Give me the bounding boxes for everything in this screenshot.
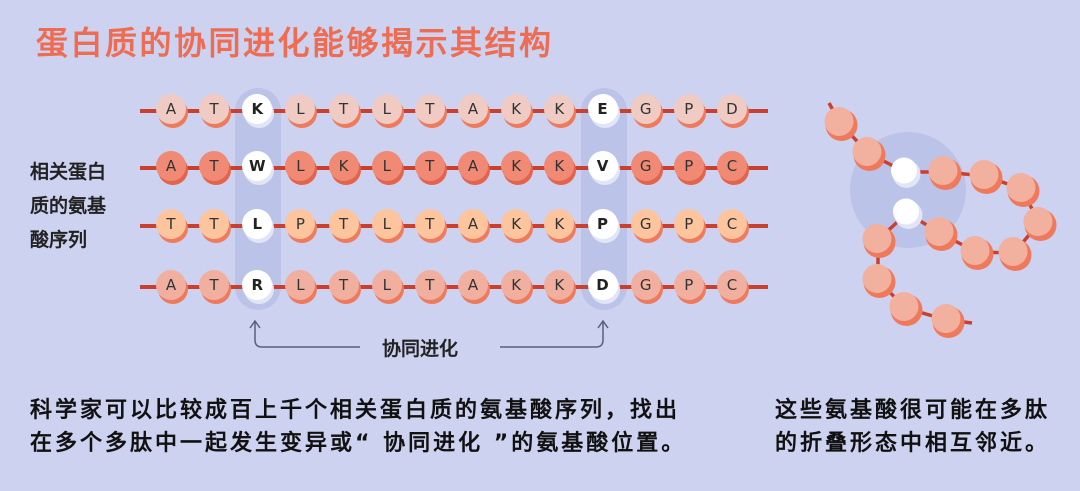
amino-acid-bead: K (544, 270, 575, 300)
caption-line: 在多个多肽中一起发生变异或“ 协同进化 ”的氨基酸位置。 (30, 431, 687, 456)
amino-acid-bead (998, 237, 1032, 271)
amino-acid-bead (924, 217, 958, 251)
amino-acid-bead: T (199, 209, 230, 239)
amino-acid-bead: T (199, 270, 230, 300)
amino-acid-bead: P (285, 209, 316, 239)
amino-acid-bead: T (156, 209, 186, 239)
amino-acid-bead (969, 160, 1003, 194)
amino-acid-bead: P (673, 151, 704, 181)
amino-acid-bead (862, 224, 896, 258)
amino-acid-bead: L (285, 151, 316, 181)
amino-acid-bead (1023, 207, 1057, 241)
coevolution-label: 协同进化 (382, 338, 459, 360)
amino-acid-bead: W (242, 151, 273, 181)
amino-acid-bead: C (716, 151, 747, 181)
amino-acid-bead: A (458, 151, 489, 181)
amino-acid-bead: R (242, 270, 273, 300)
amino-acid-bead (928, 156, 962, 190)
amino-acid-bead (931, 304, 965, 338)
amino-acid-bead: L (371, 94, 402, 124)
amino-acid-bead: A (156, 151, 186, 181)
amino-acid-bead: G (630, 270, 661, 300)
peptide-backbone (140, 166, 768, 170)
amino-acid-bead: L (371, 151, 402, 181)
amino-acid-bead: L (285, 270, 316, 300)
amino-acid-bead: A (156, 94, 186, 124)
amino-acid-bead: D (587, 270, 618, 300)
amino-acid-bead: A (156, 270, 186, 300)
amino-acid-bead (1006, 173, 1040, 207)
amino-acid-bead: P (587, 209, 618, 239)
amino-acid-bead: K (544, 151, 575, 181)
amino-acid-bead: L (371, 209, 402, 239)
coevolved-residue (891, 157, 921, 188)
peptide-backbone (140, 109, 768, 113)
amino-acid-bead (889, 292, 923, 326)
amino-acid-bead: K (242, 94, 273, 124)
label-line: 相关蛋白 (30, 161, 107, 183)
amino-acid-bead: T (328, 94, 359, 124)
caption-right: 这些氨基酸很可能在多肽 的折叠形态中相互邻近。 (775, 394, 1050, 460)
amino-acid-bead: P (673, 270, 704, 300)
amino-acid-bead: K (501, 270, 532, 300)
amino-acid-bead: C (716, 209, 747, 239)
peptide-backbone (140, 224, 768, 228)
amino-acid-bead: G (630, 151, 661, 181)
caption-line: 科学家可以比较成百上千个相关蛋白质的氨基酸序列，找出 (30, 398, 681, 423)
amino-acid-bead: T (414, 151, 445, 181)
amino-acid-bead: T (414, 94, 445, 124)
amino-acid-bead: K (328, 151, 359, 181)
amino-acid-bead: G (630, 209, 661, 239)
page-title: 蛋白质的协同进化能够揭示其结构 (36, 24, 554, 62)
amino-acid-bead: T (199, 94, 230, 124)
amino-acid-bead: K (544, 209, 575, 239)
amino-acid-bead: A (458, 94, 489, 124)
amino-acid-bead: K (544, 94, 575, 124)
caption-line: 这些氨基酸很可能在多肽 (775, 398, 1051, 423)
amino-acid-bead (862, 264, 896, 298)
amino-acid-bead: P (673, 94, 704, 124)
amino-acid-bead (824, 107, 858, 141)
amino-acid-bead: T (328, 270, 359, 300)
amino-acid-bead: L (285, 94, 316, 124)
amino-acid-bead: T (328, 209, 359, 239)
amino-acid-bead: V (587, 151, 618, 181)
amino-acid-bead: A (458, 270, 489, 300)
amino-acid-bead: K (501, 151, 532, 181)
amino-acid-bead: T (199, 151, 230, 181)
peptide-backbone (140, 285, 768, 289)
amino-acid-bead: A (458, 209, 489, 239)
amino-acid-bead: P (673, 209, 704, 239)
label-line: 酸序列 (30, 229, 88, 251)
coevolved-residue (893, 198, 923, 229)
amino-acid-bead: T (414, 209, 445, 239)
amino-acid-bead: K (501, 94, 532, 124)
amino-acid-bead: T (414, 270, 445, 300)
amino-acid-bead: L (371, 270, 402, 300)
caption-line: 的折叠形态中相互邻近。 (775, 431, 1051, 456)
amino-acid-bead: D (716, 94, 747, 124)
amino-acid-bead: K (501, 209, 532, 239)
amino-acid-bead: E (587, 94, 618, 124)
amino-acid-bead: G (630, 94, 661, 124)
label-line: 质的氨基 (30, 195, 107, 217)
amino-acid-bead (852, 137, 886, 171)
caption-left: 科学家可以比较成百上千个相关蛋白质的氨基酸序列，找出 在多个多肽中一起发生变异或… (30, 394, 686, 460)
amino-acid-bead (960, 236, 994, 270)
amino-acid-bead: L (242, 209, 273, 239)
amino-acid-bead: C (716, 270, 747, 300)
sequence-label: 相关蛋白 质的氨基 酸序列 (30, 155, 130, 257)
